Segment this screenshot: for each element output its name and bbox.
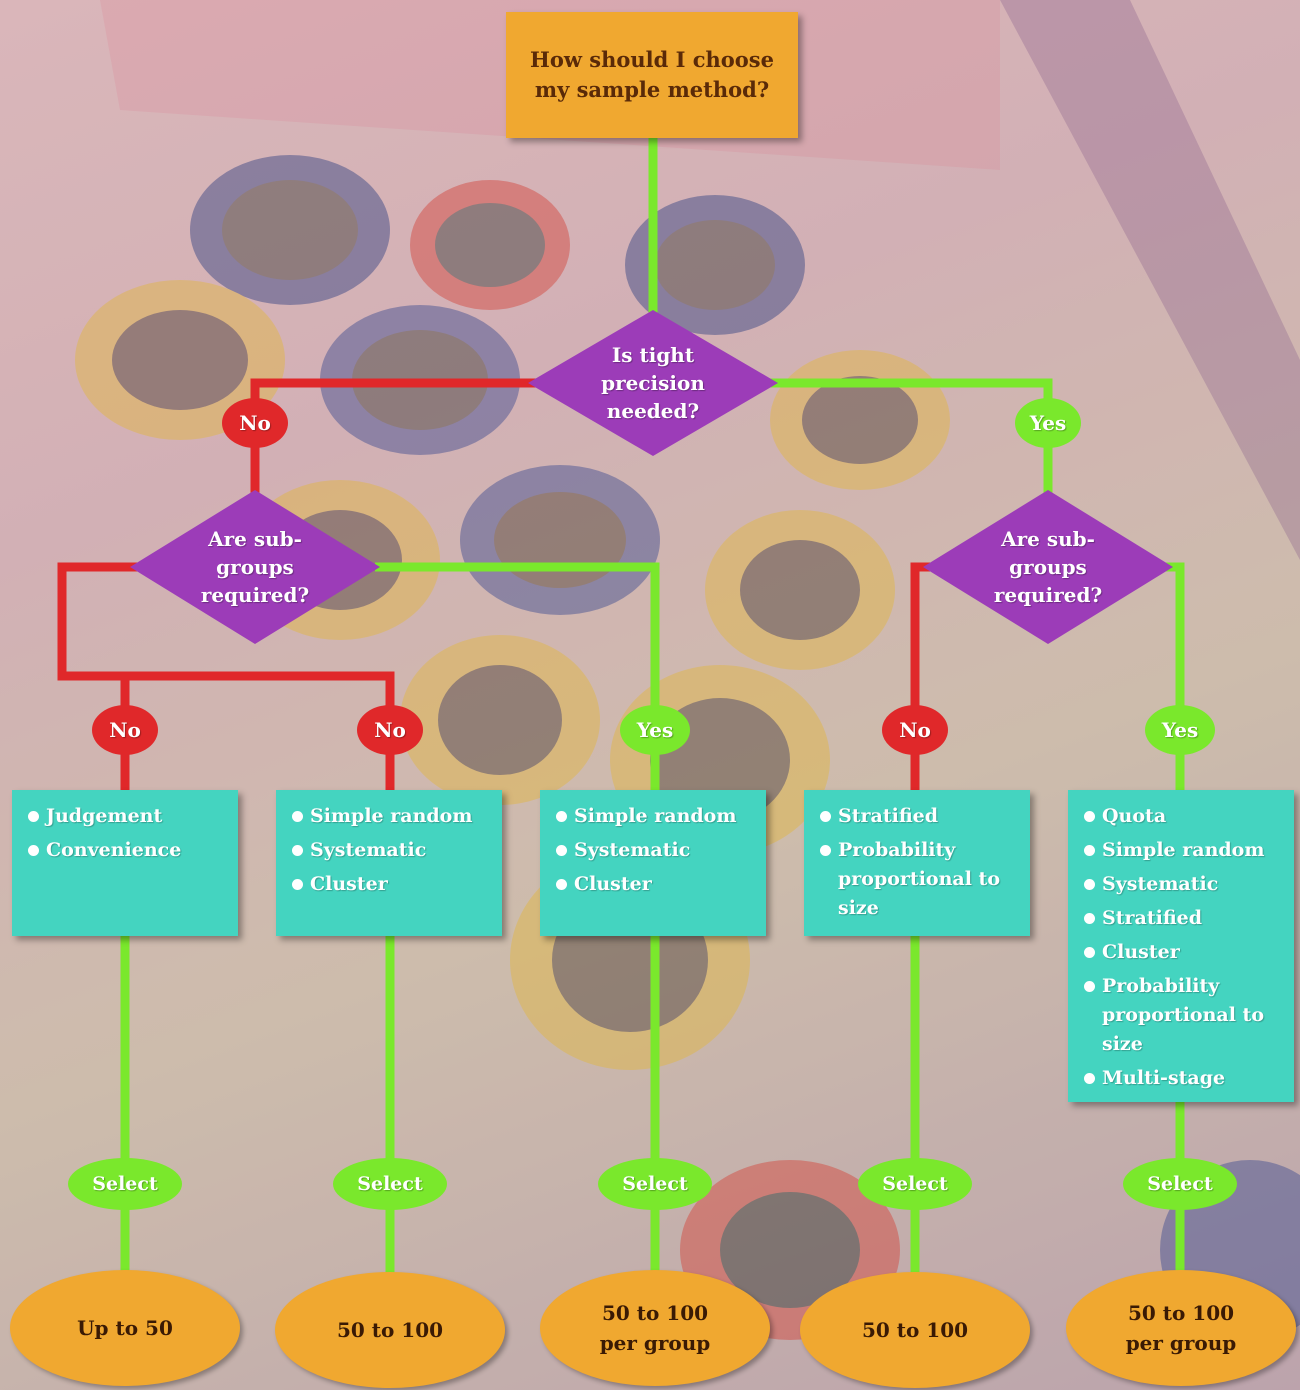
- method-item: Probability proportional to size: [1082, 972, 1286, 1059]
- method-list-4: Stratified Probability proportional to s…: [818, 802, 1022, 923]
- start-question-box: How should I choose my sample method?: [506, 12, 798, 138]
- method-item: Stratified: [1082, 904, 1286, 933]
- diamond-precision: [528, 310, 778, 456]
- outcome-5: 50 to 100 per group: [1066, 1270, 1296, 1386]
- method-item: Cluster: [1082, 938, 1286, 967]
- decision-subgroups-left-text: Are sub-groups required?: [200, 527, 310, 607]
- diamond-subgroups-left: [130, 490, 380, 644]
- method-item: Probability proportional to size: [818, 836, 1022, 923]
- method-item: Quota: [1082, 802, 1286, 831]
- select-node-5: Select: [1123, 1158, 1237, 1210]
- badge-left-no-1: No: [92, 705, 158, 755]
- method-box-5: Quota Simple random Systematic Stratifie…: [1068, 790, 1294, 1102]
- badge-left-no-2: No: [357, 705, 423, 755]
- method-item: Cluster: [290, 870, 494, 899]
- select-node-4: Select: [858, 1158, 972, 1210]
- decision-subgroups-right-text: Are sub-groups required?: [993, 527, 1103, 607]
- method-list-5: Quota Simple random Systematic Stratifie…: [1082, 802, 1286, 1093]
- method-item: Judgement: [26, 802, 230, 831]
- method-item: Cluster: [554, 870, 758, 899]
- connector-right-no: [910, 562, 930, 795]
- decision-subgroups-left: Are sub-groups required?: [185, 517, 325, 617]
- method-item: Systematic: [1082, 870, 1286, 899]
- method-box-2: Simple random Systematic Cluster: [276, 790, 502, 936]
- method-item: Simple random: [290, 802, 494, 831]
- method-item: Systematic: [554, 836, 758, 865]
- method-item: Stratified: [818, 802, 1022, 831]
- connector-precision-yes: [768, 378, 1053, 520]
- outcome-3-text: 50 to 100 per group: [599, 1301, 711, 1355]
- select-node-1: Select: [68, 1158, 182, 1210]
- connector-right-yes: [1165, 562, 1185, 795]
- decision-subgroups-right: Are sub-groups required?: [978, 517, 1118, 617]
- outcome-1: Up to 50: [10, 1270, 240, 1386]
- method-box-4: Stratified Probability proportional to s…: [804, 790, 1030, 936]
- method-list-3: Simple random Systematic Cluster: [554, 802, 758, 899]
- decision-precision: Is tight precision needed?: [583, 333, 723, 433]
- outcome-3: 50 to 100 per group: [540, 1270, 770, 1386]
- select-node-3: Select: [598, 1158, 712, 1210]
- method-box-3: Simple random Systematic Cluster: [540, 790, 766, 936]
- connector-precision-no: [250, 378, 540, 520]
- outcome-4-text: 50 to 100: [861, 1318, 969, 1342]
- badge-precision-yes: Yes: [1015, 398, 1081, 448]
- connector-left-yes: [375, 562, 660, 795]
- method-item: Multi-stage: [1082, 1064, 1286, 1093]
- outcome-2-text: 50 to 100: [336, 1318, 444, 1342]
- badge-left-yes: Yes: [620, 705, 690, 755]
- badge-precision-no: No: [222, 398, 288, 448]
- method-item: Simple random: [554, 802, 758, 831]
- decision-precision-text: Is tight precision needed?: [601, 343, 705, 423]
- method-item: Systematic: [290, 836, 494, 865]
- outcome-2: 50 to 100: [275, 1272, 505, 1388]
- method-list-2: Simple random Systematic Cluster: [290, 802, 494, 899]
- diamond-subgroups-right: [923, 490, 1173, 644]
- badge-right-yes: Yes: [1145, 705, 1215, 755]
- outcome-5-text: 50 to 100 per group: [1125, 1301, 1237, 1355]
- method-box-1: Judgement Convenience: [12, 790, 238, 936]
- badge-right-no: No: [882, 705, 948, 755]
- outcome-4: 50 to 100: [800, 1272, 1030, 1388]
- select-node-2: Select: [333, 1158, 447, 1210]
- method-item: Convenience: [26, 836, 230, 865]
- method-item: Simple random: [1082, 836, 1286, 865]
- method-list-1: Judgement Convenience: [26, 802, 230, 865]
- start-question-text: How should I choose my sample method?: [530, 47, 774, 102]
- outcome-1-text: Up to 50: [77, 1316, 173, 1340]
